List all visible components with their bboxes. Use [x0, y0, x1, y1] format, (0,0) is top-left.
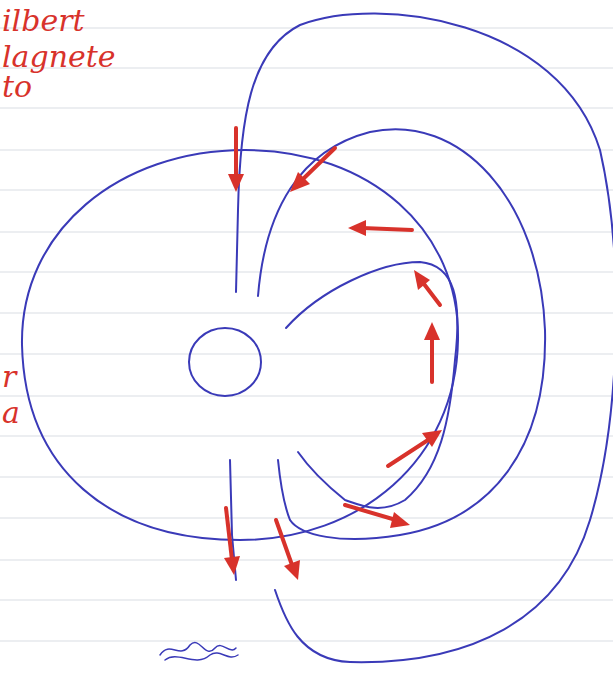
ruled-lines [0, 28, 613, 641]
handwritten-note: ilbert [2, 6, 85, 36]
handwritten-note: a [2, 398, 20, 428]
handwritten-note: lagnete [2, 42, 116, 72]
handwritten-note: to [2, 72, 32, 102]
handwritten-note: r [2, 362, 16, 392]
field-lines [22, 14, 613, 663]
field-arrows [224, 128, 442, 580]
